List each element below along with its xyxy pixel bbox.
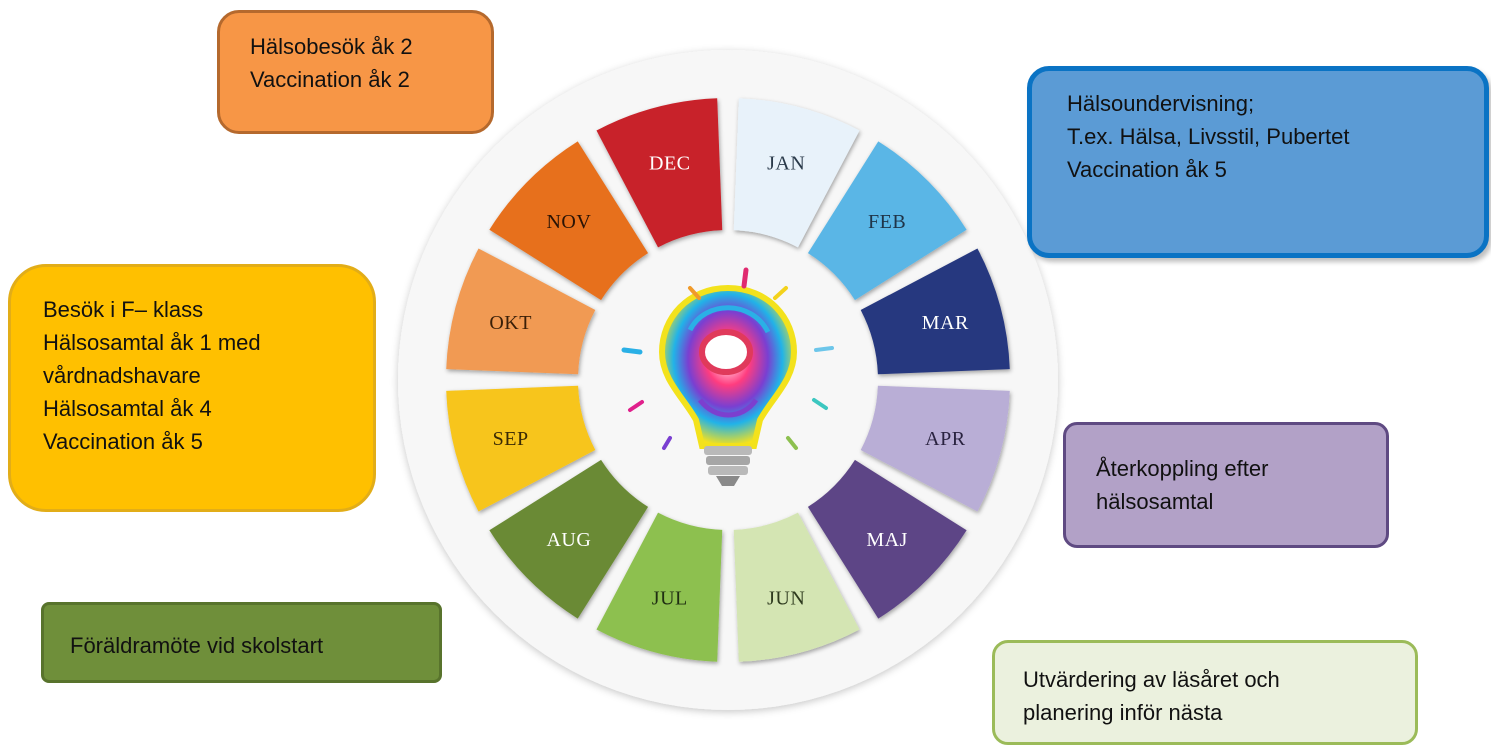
note-aug: Föräldramöte vid skolstart [41, 602, 442, 683]
note-line: Vaccination åk 2 [250, 67, 410, 92]
note-line: Vaccination åk 5 [1067, 157, 1227, 182]
month-label-maj: MAJ [866, 529, 908, 551]
month-segment-jan [733, 98, 860, 248]
note-line: Besök i F– klass [43, 297, 204, 322]
month-segment-jun [733, 512, 860, 662]
note-line: Hälsosamtal åk 1 med [43, 330, 261, 355]
note-line: Hälsobesök åk 2 [250, 34, 413, 59]
note-apr: Återkoppling efter hälsosamtal [1063, 422, 1389, 548]
month-segment-feb [807, 141, 967, 301]
month-label-feb: FEB [868, 211, 906, 233]
note-line: Återkoppling efter [1096, 456, 1269, 481]
month-segment-mar [860, 248, 1010, 375]
month-segment-sep [446, 385, 596, 512]
month-label-nov: NOV [546, 211, 591, 233]
note-dec: Hälsobesök åk 2 Vaccination åk 2 [217, 10, 494, 134]
note-line: Utvärdering av läsåret och [1023, 667, 1280, 692]
note-line: planering inför nästa [1023, 700, 1223, 725]
month-label-jul: JUL [652, 587, 688, 609]
month-segment-apr [860, 385, 1010, 512]
month-label-mar: MAR [922, 312, 969, 334]
note-line: Hälsosamtal åk 4 [43, 396, 212, 421]
month-segment-okt [446, 248, 596, 375]
month-segment-nov [489, 141, 649, 301]
month-segment-jul [596, 512, 723, 662]
month-label-dec: DEC [649, 153, 691, 175]
month-segment-dec [596, 98, 723, 248]
month-label-okt: OKT [489, 312, 532, 334]
month-label-aug: AUG [546, 529, 591, 551]
month-segment-maj [807, 459, 967, 619]
note-line: Föräldramöte vid skolstart [70, 633, 324, 658]
month-label-jan: JAN [767, 153, 805, 175]
note-line: vårdnadshavare [43, 363, 201, 388]
lightbulb-icon [621, 267, 834, 486]
month-label-apr: APR [925, 428, 966, 450]
note-okt: Besök i F– klass Hälsosamtal åk 1 med vå… [8, 264, 376, 512]
month-segment-aug [489, 459, 649, 619]
note-line: hälsosamtal [1096, 489, 1214, 514]
month-label-jun: JUN [767, 587, 805, 609]
note-jan: Hälsoundervisning; T.ex. Hälsa, Livsstil… [1027, 66, 1489, 258]
note-line: T.ex. Hälsa, Livsstil, Pubertet [1067, 124, 1350, 149]
note-line: Hälsoundervisning; [1067, 91, 1255, 116]
note-jun: Utvärdering av läsåret och planering inf… [992, 640, 1418, 745]
note-line: Vaccination åk 5 [43, 429, 203, 454]
month-label-sep: SEP [493, 428, 529, 450]
